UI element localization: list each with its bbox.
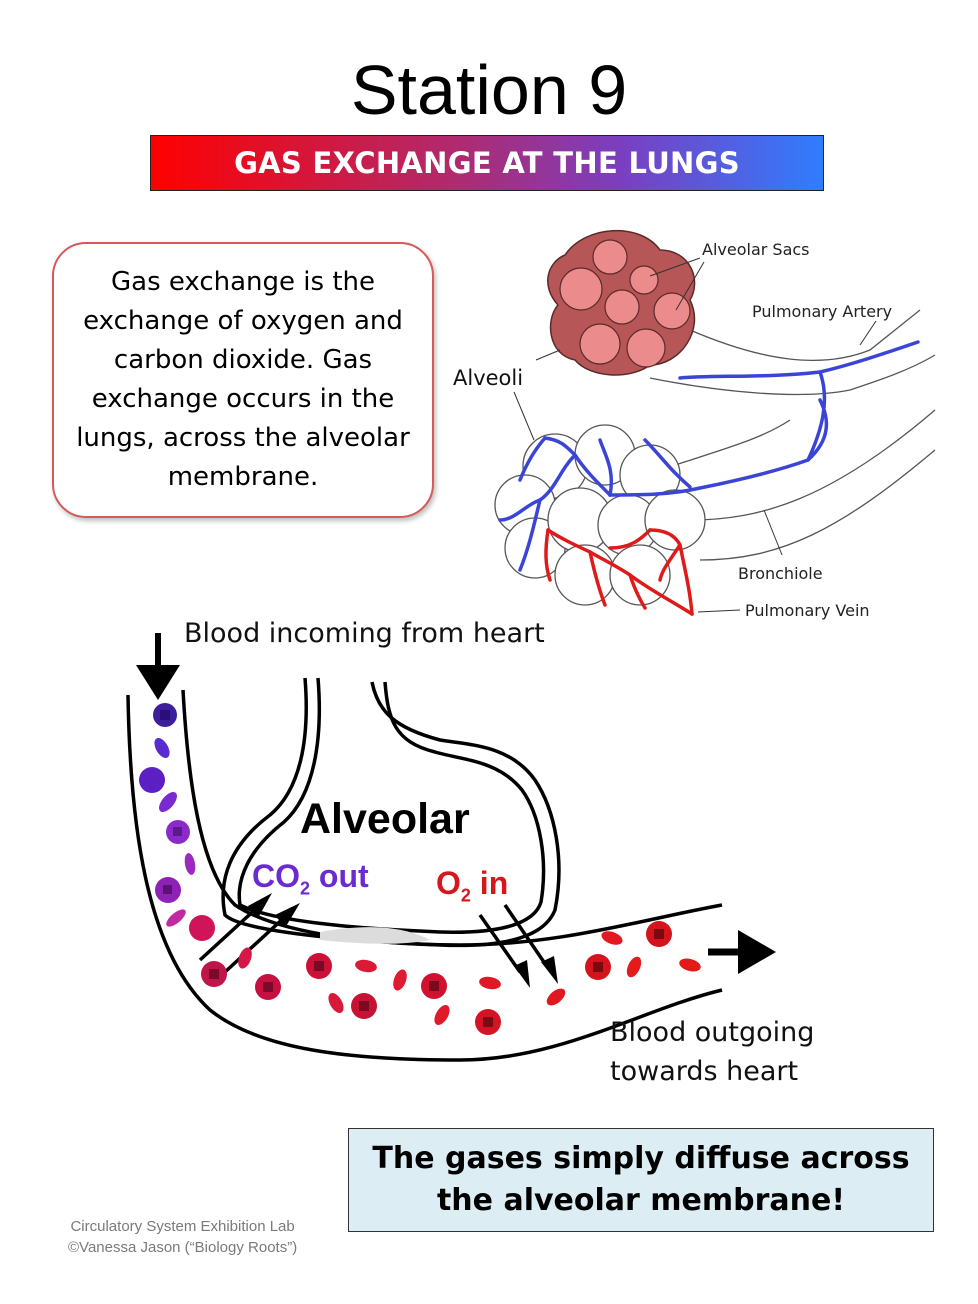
- credit-line-2: ©Vanessa Jason (“Biology Roots”): [68, 1239, 298, 1256]
- info-text: Gas exchange is the exchange of oxygen a…: [76, 267, 410, 492]
- co2-direction: out: [318, 858, 369, 894]
- blood-outgoing-label-line1: Blood outgoing: [610, 1017, 815, 1048]
- bronchiole-tube: [649, 309, 936, 561]
- co2-formula: CO: [252, 858, 300, 894]
- page-title: Station 9: [350, 51, 628, 129]
- incoming-arrow: [136, 633, 180, 700]
- callout-text: The gases simply diffuse across the alve…: [372, 1141, 910, 1218]
- blood-outgoing-label-line2: towards heart: [610, 1056, 799, 1087]
- label-bronchiole: Bronchiole: [738, 564, 823, 583]
- alveolar-label: Alveolar: [300, 795, 470, 843]
- outgoing-arrow: [708, 930, 776, 974]
- o2-in-label: O2 in: [436, 865, 508, 906]
- diffusion-arrowheads: [248, 893, 558, 988]
- o2-subscript: 2: [460, 885, 471, 906]
- label-alveoli: Alveoli: [453, 366, 524, 390]
- diffusion-callout: The gases simply diffuse across the alve…: [348, 1128, 934, 1232]
- pulmonary-artery-vessels: [498, 340, 920, 572]
- blood-cells: [139, 703, 701, 1035]
- leader-lines: [513, 257, 877, 613]
- credit-line-1: Circulatory System Exhibition Lab: [70, 1218, 295, 1235]
- label-pulmonary-artery: Pulmonary Artery: [752, 302, 893, 321]
- o2-formula: O: [436, 865, 461, 901]
- alveolar-sacs: [547, 230, 696, 376]
- credit: Circulatory System Exhibition Lab ©Vanes…: [68, 1216, 297, 1258]
- label-pulmonary-vein: Pulmonary Vein: [745, 601, 870, 620]
- o2-direction: in: [479, 865, 509, 901]
- diffusion-arrows: [198, 903, 550, 974]
- membrane-shading: [320, 927, 430, 944]
- capillary-walls: [126, 689, 723, 1062]
- topic-banner: GAS EXCHANGE AT THE LUNGS: [150, 135, 824, 191]
- pulmonary-vein-vessels: [544, 528, 694, 616]
- alveolus-wall: [221, 677, 561, 948]
- blood-incoming-label: Blood incoming from heart: [184, 618, 545, 649]
- info-box: Gas exchange is the exchange of oxygen a…: [52, 242, 434, 518]
- label-alveolar-sacs: Alveolar Sacs: [702, 240, 810, 259]
- co2-out-label: CO2 out: [252, 858, 369, 899]
- co2-subscript: 2: [300, 878, 311, 899]
